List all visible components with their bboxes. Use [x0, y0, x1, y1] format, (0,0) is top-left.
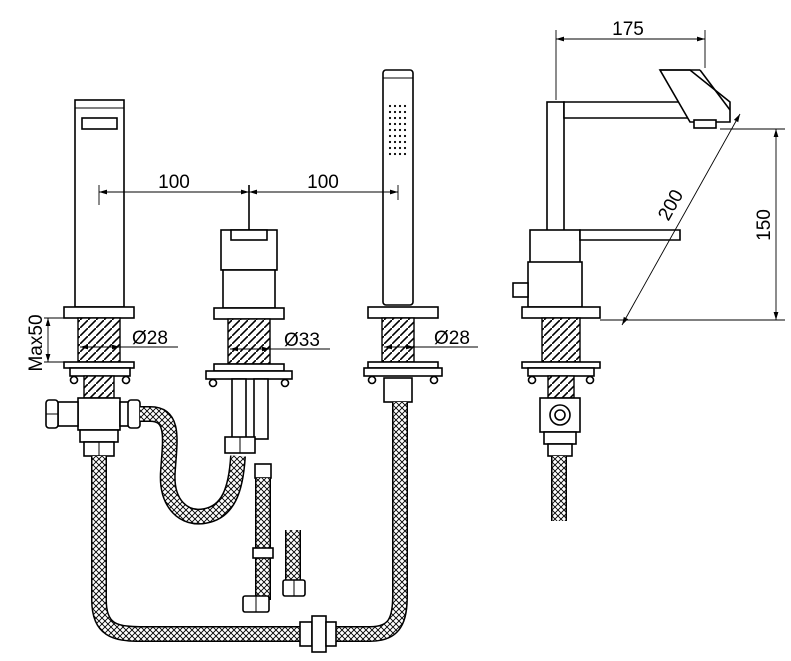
dimension-spout-length: 200 [621, 113, 741, 326]
dimension-height: 150 [600, 128, 785, 321]
dim-spout-length: 200 [654, 186, 688, 224]
spout-side [512, 69, 731, 399]
mixer-front [205, 185, 293, 479]
dimension-diameters: Ø28 Ø33 Ø28 [80, 328, 478, 352]
dimension-reach: 175 [555, 19, 706, 100]
dimension-max-deck: Max50 [26, 314, 64, 372]
hand-shower-front [363, 69, 443, 403]
dim-max-deck: Max50 [26, 314, 47, 371]
dim-diameter-left: Ø28 [132, 328, 168, 349]
dim-diameter-right: Ø28 [434, 328, 470, 349]
spout-front [63, 99, 135, 399]
shower-nozzles [388, 104, 407, 156]
dim-spacing-left: 100 [158, 172, 190, 193]
valve-body-left [45, 397, 141, 457]
dim-diameter-center: Ø33 [284, 330, 320, 351]
hose-connectors [242, 547, 337, 653]
dim-reach: 175 [612, 19, 644, 40]
valve-body-side [539, 397, 581, 521]
dim-height: 150 [754, 209, 775, 241]
dimension-spacing: 100 100 [98, 172, 399, 205]
braided-hoses [91, 402, 408, 642]
dim-spacing-right: 100 [307, 172, 339, 193]
